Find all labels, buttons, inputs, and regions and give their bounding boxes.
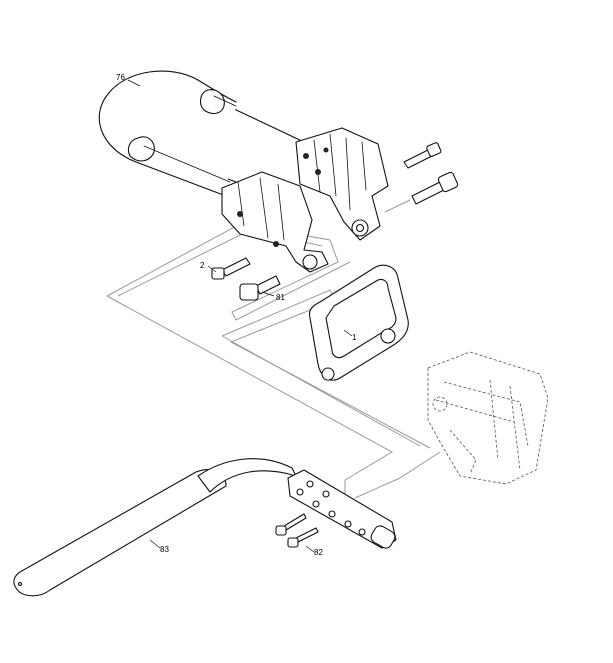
power-tool-body	[427, 351, 549, 485]
rear-handle-83	[13, 458, 397, 597]
assembly-guide-lines	[106, 199, 441, 499]
upper-handle-76	[98, 70, 305, 197]
callout-81: 81	[276, 293, 285, 302]
leader-lines	[127, 79, 353, 553]
side-grip-1	[308, 264, 409, 381]
callout-1: 1	[352, 333, 357, 342]
bolt-81	[239, 275, 281, 301]
screw-2	[211, 257, 251, 280]
handle-bracket-left	[221, 171, 329, 273]
callout-83: 83	[160, 545, 169, 554]
callout-2: 2	[200, 261, 205, 270]
handle-bracket-right	[295, 127, 389, 241]
callout-76: 76	[116, 73, 125, 82]
screw-set-82	[275, 513, 319, 548]
screw-set-upper	[403, 142, 459, 205]
callout-82: 82	[314, 548, 323, 557]
